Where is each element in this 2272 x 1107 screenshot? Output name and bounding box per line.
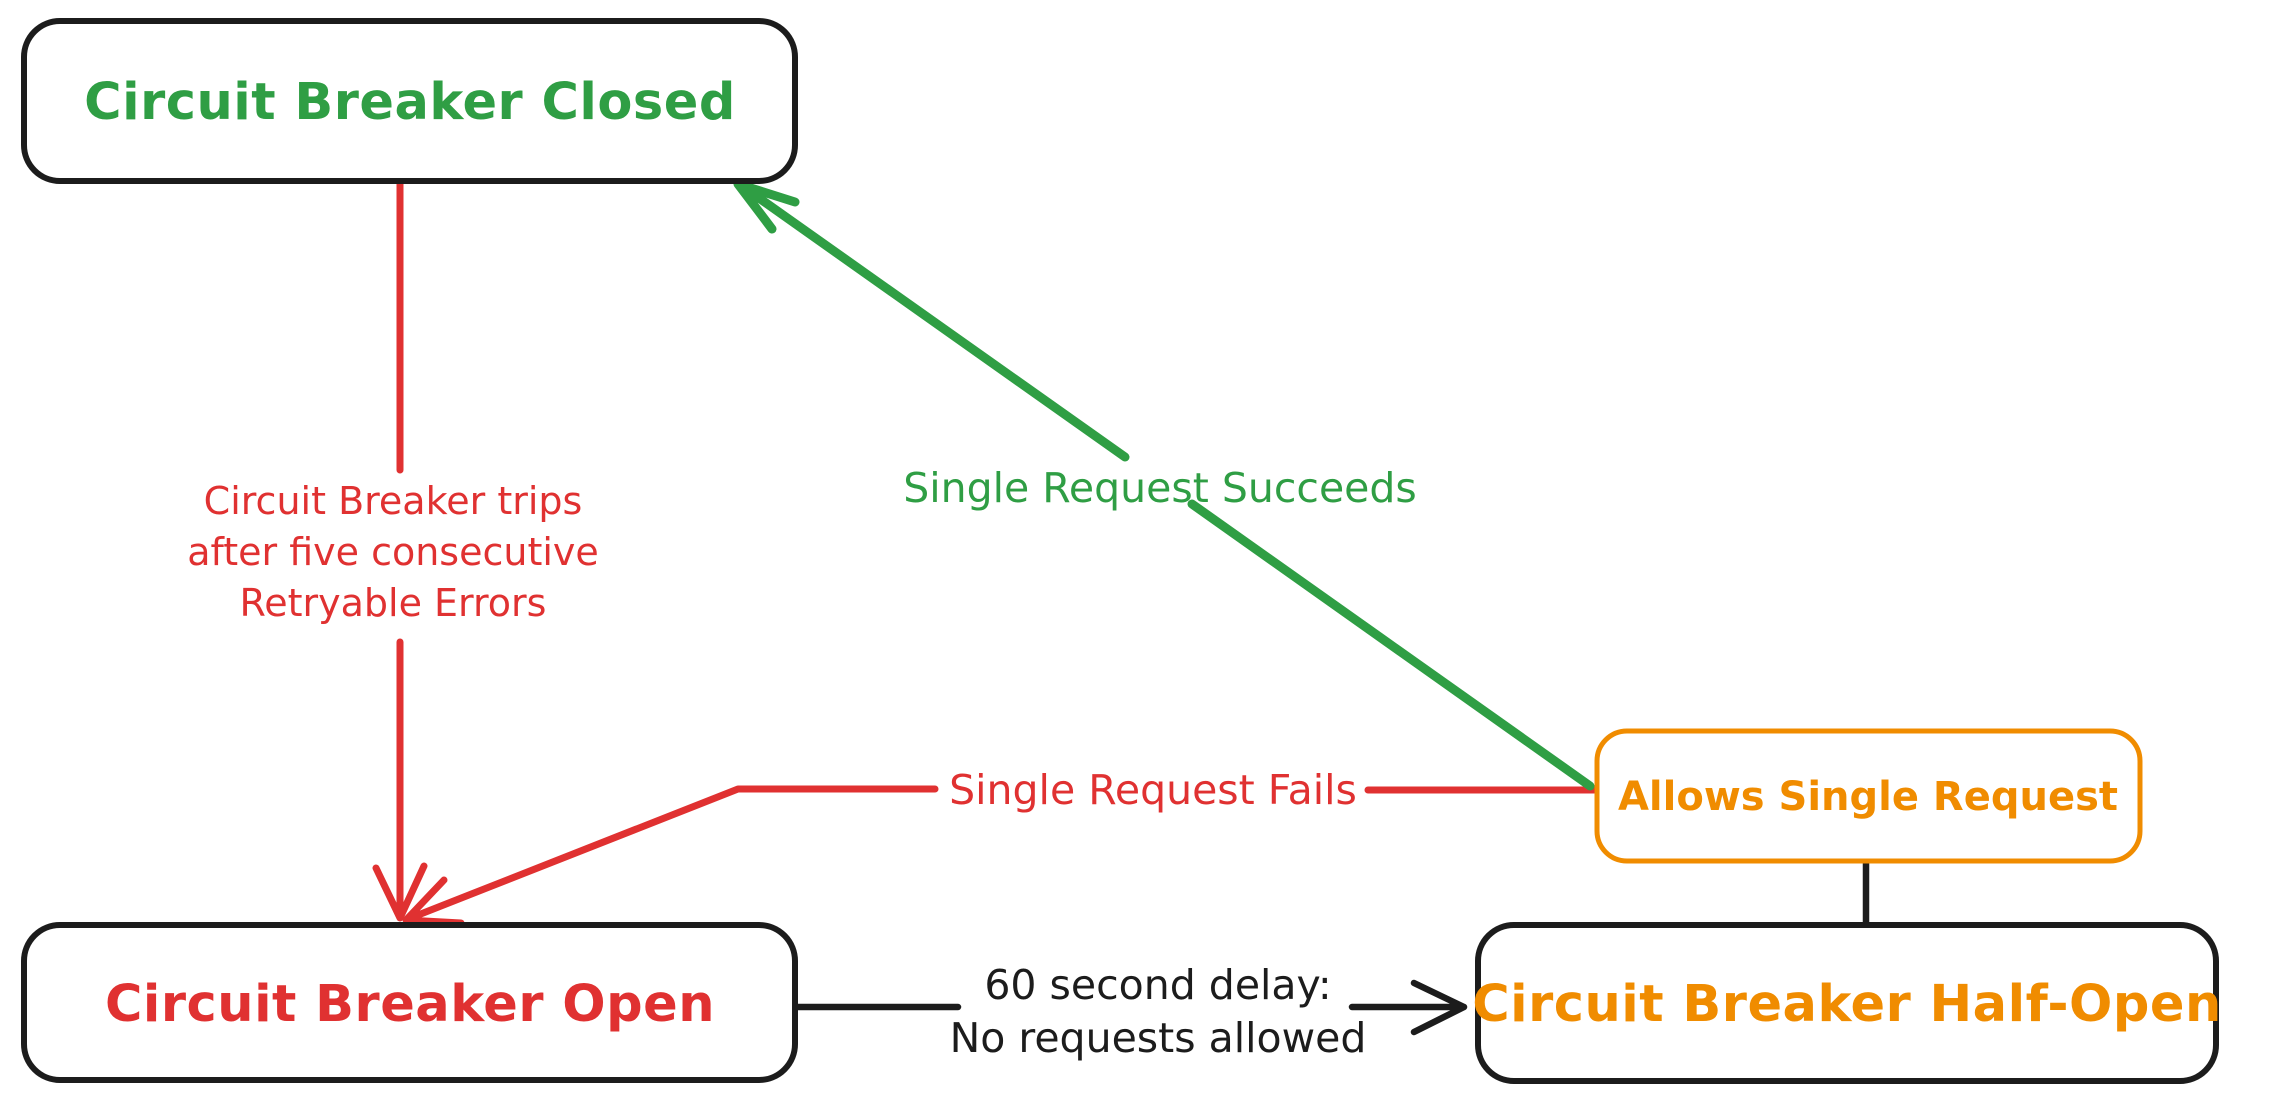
edge-trip-label-line-1: Circuit Breaker trips [204,479,583,523]
node-circuit-breaker-closed-label: Circuit Breaker Closed [84,73,736,132]
node-circuit-breaker-open-box [21,922,798,1083]
node-circuit-breaker-open-label: Circuit Breaker Open [105,975,715,1034]
node-circuit-breaker-half-open: Circuit Breaker Half-Open [1472,922,2222,1084]
edge-delay-label: 60 second delay: No requests allowed [950,961,1367,1062]
node-circuit-breaker-closed: Circuit Breaker Closed [21,18,798,184]
node-circuit-breaker-half-open-box [1475,922,2219,1084]
edge-trip-arrow [372,180,428,922]
edge-single-request-succeeds-arrow [733,179,1595,791]
node-allows-single-request-box [1594,728,2143,864]
node-allows-single-request: Allows Single Request [1594,728,2143,864]
node-circuit-breaker-half-open-label: Circuit Breaker Half-Open [1472,975,2222,1034]
edge-trip-label: Circuit Breaker trips after five consecu… [187,479,599,625]
edge-delay-arrow [792,979,1468,1036]
edge-trip-label-line-2: after five consecutive [187,530,599,574]
edge-delay-label-line-2: No requests allowed [950,1014,1367,1062]
node-circuit-breaker-closed-box [21,18,798,184]
node-circuit-breaker-open: Circuit Breaker Open [21,922,798,1083]
edge-single-request-fails-label: Single Request Fails [949,766,1357,814]
edge-single-request-fails-arrow [402,785,1598,927]
node-allows-single-request-label: Allows Single Request [1618,774,2118,820]
edge-trip-label-line-3: Retryable Errors [240,581,547,625]
edge-single-request-succeeds-label: Single Request Succeeds [903,464,1417,512]
edge-delay-label-line-1: 60 second delay: [984,961,1331,1009]
